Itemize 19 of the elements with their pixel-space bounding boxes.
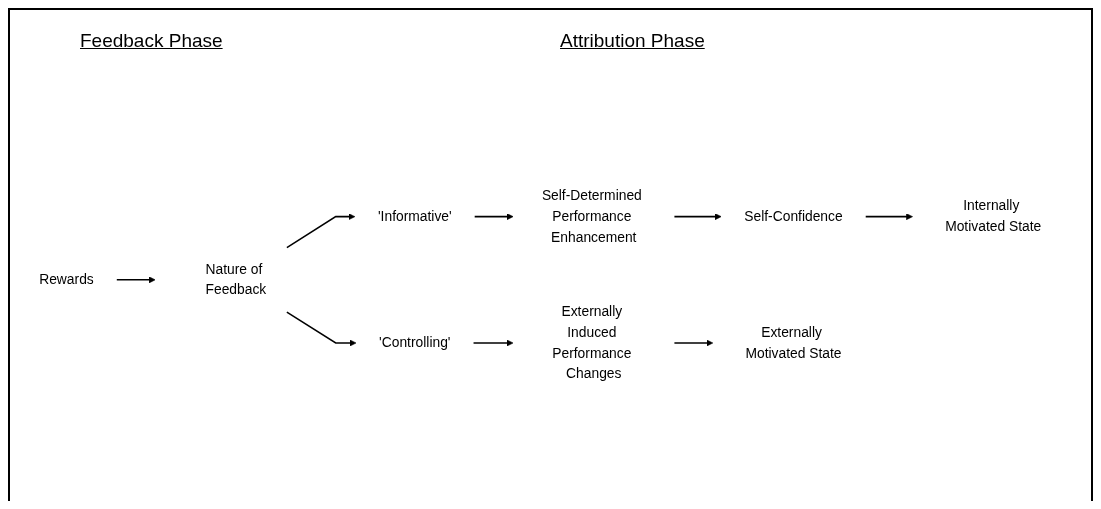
phase-heading: Feedback Phase — [80, 30, 223, 52]
node-text: Externally Motivated State — [745, 324, 842, 361]
node-text: Self-Confidence — [744, 208, 843, 224]
arrow — [473, 213, 514, 220]
arrow — [673, 213, 722, 220]
arrow — [116, 276, 156, 284]
node-text: Externally Induced Performance Changes — [552, 303, 632, 382]
node-text: Nature of Feedback — [205, 261, 267, 298]
arrow — [286, 311, 357, 347]
node-text: Self-Determined Performance Enhancement — [541, 187, 642, 245]
arrow — [472, 339, 514, 347]
arrow — [864, 213, 913, 220]
node-text: 'Controlling' — [379, 334, 451, 351]
node-text: Internally Motivated State — [945, 198, 1042, 235]
phase-heading: Attribution Phase — [560, 30, 705, 52]
arrow — [286, 213, 356, 249]
node-text: Rewards — [39, 271, 94, 288]
arrow — [673, 339, 714, 347]
node-text: 'Informative' — [377, 208, 452, 224]
